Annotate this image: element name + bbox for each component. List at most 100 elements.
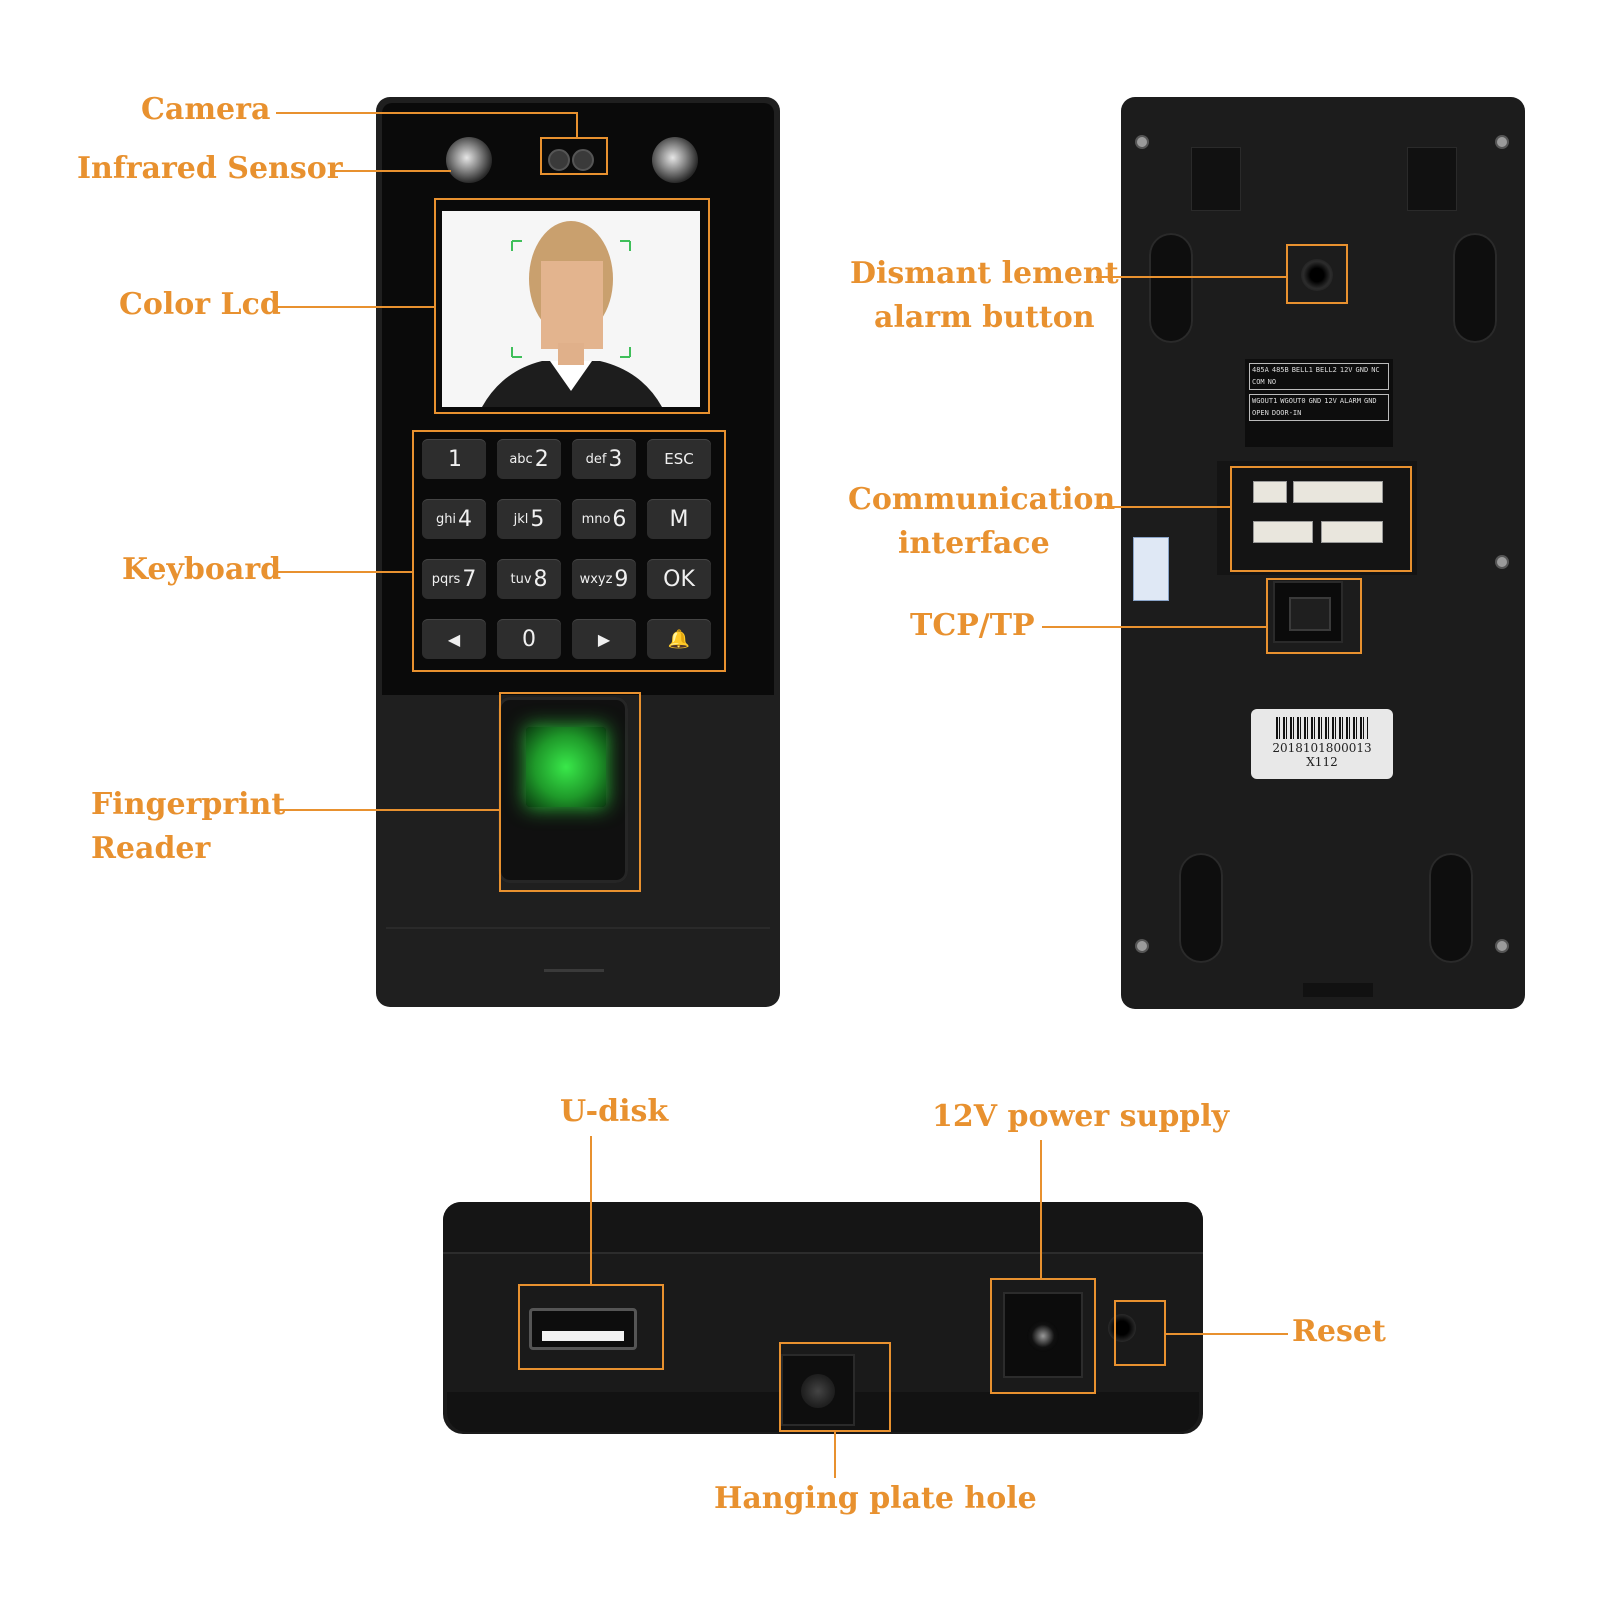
key-left-arrow[interactable]: ◀ (422, 619, 486, 659)
key-1[interactable]: 1 (422, 439, 486, 479)
key-sub-label: wxyz (579, 571, 613, 587)
mount-slot (1149, 233, 1193, 343)
label-fingerprint-line2: Reader (91, 831, 211, 866)
terminal-label: GND (1308, 397, 1322, 405)
key-0[interactable]: 0 (497, 619, 561, 659)
leader-fingerprint (278, 809, 500, 811)
leader-tcp (1042, 626, 1266, 628)
leader-infrared (333, 170, 451, 172)
side-sticker (1133, 537, 1169, 601)
mount-slot (1429, 853, 1473, 963)
power-jack-pin (1027, 1320, 1059, 1352)
tamper-button[interactable] (1301, 259, 1333, 291)
terminal-label: BELL2 (1315, 366, 1337, 374)
reset-highlight (1114, 1300, 1166, 1366)
key-esc[interactable]: ESC (647, 439, 711, 479)
terminal-label: GND (1363, 397, 1377, 405)
key-sub-label: tuv (510, 571, 532, 587)
leader-comm (1096, 506, 1230, 508)
screw-icon (1495, 939, 1509, 953)
key-sub-label: jkl (513, 511, 529, 527)
reset-button[interactable] (1108, 1314, 1136, 1342)
terminal-label: ALARM (1339, 397, 1361, 405)
mount-slot (1179, 853, 1223, 963)
key-sub-label: def (585, 451, 607, 467)
key-ok[interactable]: OK (647, 559, 711, 599)
key-sub-label: mno (581, 511, 611, 527)
fingerprint-reader[interactable] (498, 697, 628, 883)
back-device: 485A 485B BELL1 BELL2 12V GND NC COM NO … (1121, 97, 1525, 1009)
barcode-number: 2018101800013 (1272, 741, 1372, 755)
label-comm-line1: Communication (848, 482, 1116, 517)
rj45-socket (1289, 597, 1331, 631)
key-main-label: 1 (448, 446, 462, 472)
label-udisk: U-disk (560, 1094, 669, 1129)
back-bottom-notch (1303, 983, 1373, 997)
usb-port[interactable] (529, 1308, 637, 1350)
tamper-highlight (1286, 244, 1348, 304)
terminal-label: NO (1267, 378, 1277, 386)
mount-notch-right (1407, 147, 1457, 211)
key-bell[interactable]: 🔔 (647, 619, 711, 659)
power-jack[interactable] (1003, 1292, 1083, 1378)
camera-lens-left (548, 149, 570, 171)
terminal-row-top: 485A 485B BELL1 BELL2 12V GND NC COM NO (1249, 363, 1389, 390)
rj45-port[interactable] (1273, 581, 1343, 643)
connector-port[interactable] (1253, 481, 1287, 503)
leader-udisk (590, 1136, 592, 1284)
connector-port[interactable] (1293, 481, 1383, 503)
lcd-screen (442, 211, 700, 407)
comm-highlight (1230, 466, 1412, 572)
key-sub-label: ghi (435, 511, 457, 527)
leader-dismant (1096, 276, 1286, 278)
leader-power (1040, 1140, 1042, 1278)
key-main-label: ESC (664, 450, 694, 468)
usb-tongue (542, 1331, 624, 1341)
screw-icon (1495, 555, 1509, 569)
hanging-highlight (779, 1342, 891, 1432)
key-main-label: 8 (533, 566, 548, 592)
key-main-label: 7 (462, 566, 477, 592)
lcd-highlight (434, 198, 710, 414)
terminal-label: 485A (1252, 366, 1269, 374)
hanging-hole (781, 1354, 855, 1426)
key-main-label: OK (663, 566, 695, 592)
label-hanging: Hanging plate hole (714, 1481, 1037, 1516)
hanging-hole-inner (801, 1374, 835, 1408)
barcode-sticker: 2018101800013 X112 (1251, 709, 1393, 779)
fingerprint-highlight (499, 692, 641, 892)
key-main-label: 0 (522, 626, 536, 652)
leader-camera-v (576, 112, 578, 138)
label-dismant-line2: alarm button (874, 300, 1095, 335)
bottom-device (443, 1202, 1203, 1434)
terminal-label: WGOUT0 (1280, 397, 1306, 405)
key-main-label: 2 (534, 446, 549, 472)
mount-notch-left (1191, 147, 1241, 211)
bell-icon: 🔔 (667, 628, 691, 650)
key-right-arrow[interactable]: ▶ (572, 619, 636, 659)
terminal-label: DOOR-IN (1271, 409, 1302, 417)
key-main-label: 4 (458, 506, 473, 532)
bottom-top-lip (443, 1202, 1203, 1254)
key-main-label: ◀ (447, 629, 461, 649)
label-dismant-line1: Dismant lement (850, 256, 1119, 291)
front-bottom-vent (544, 969, 604, 972)
label-power: 12V power supply (932, 1099, 1230, 1134)
label-tcp: TCP/TP (910, 608, 1035, 643)
barcode-bars (1276, 717, 1368, 739)
terminal-label: WGOUT1 (1252, 397, 1278, 405)
screw-icon (1495, 135, 1509, 149)
connector-port[interactable] (1321, 521, 1383, 543)
key-m[interactable]: M (647, 499, 711, 539)
power-highlight (990, 1278, 1096, 1394)
label-camera: Camera (141, 92, 271, 127)
connector-port[interactable] (1253, 521, 1313, 543)
